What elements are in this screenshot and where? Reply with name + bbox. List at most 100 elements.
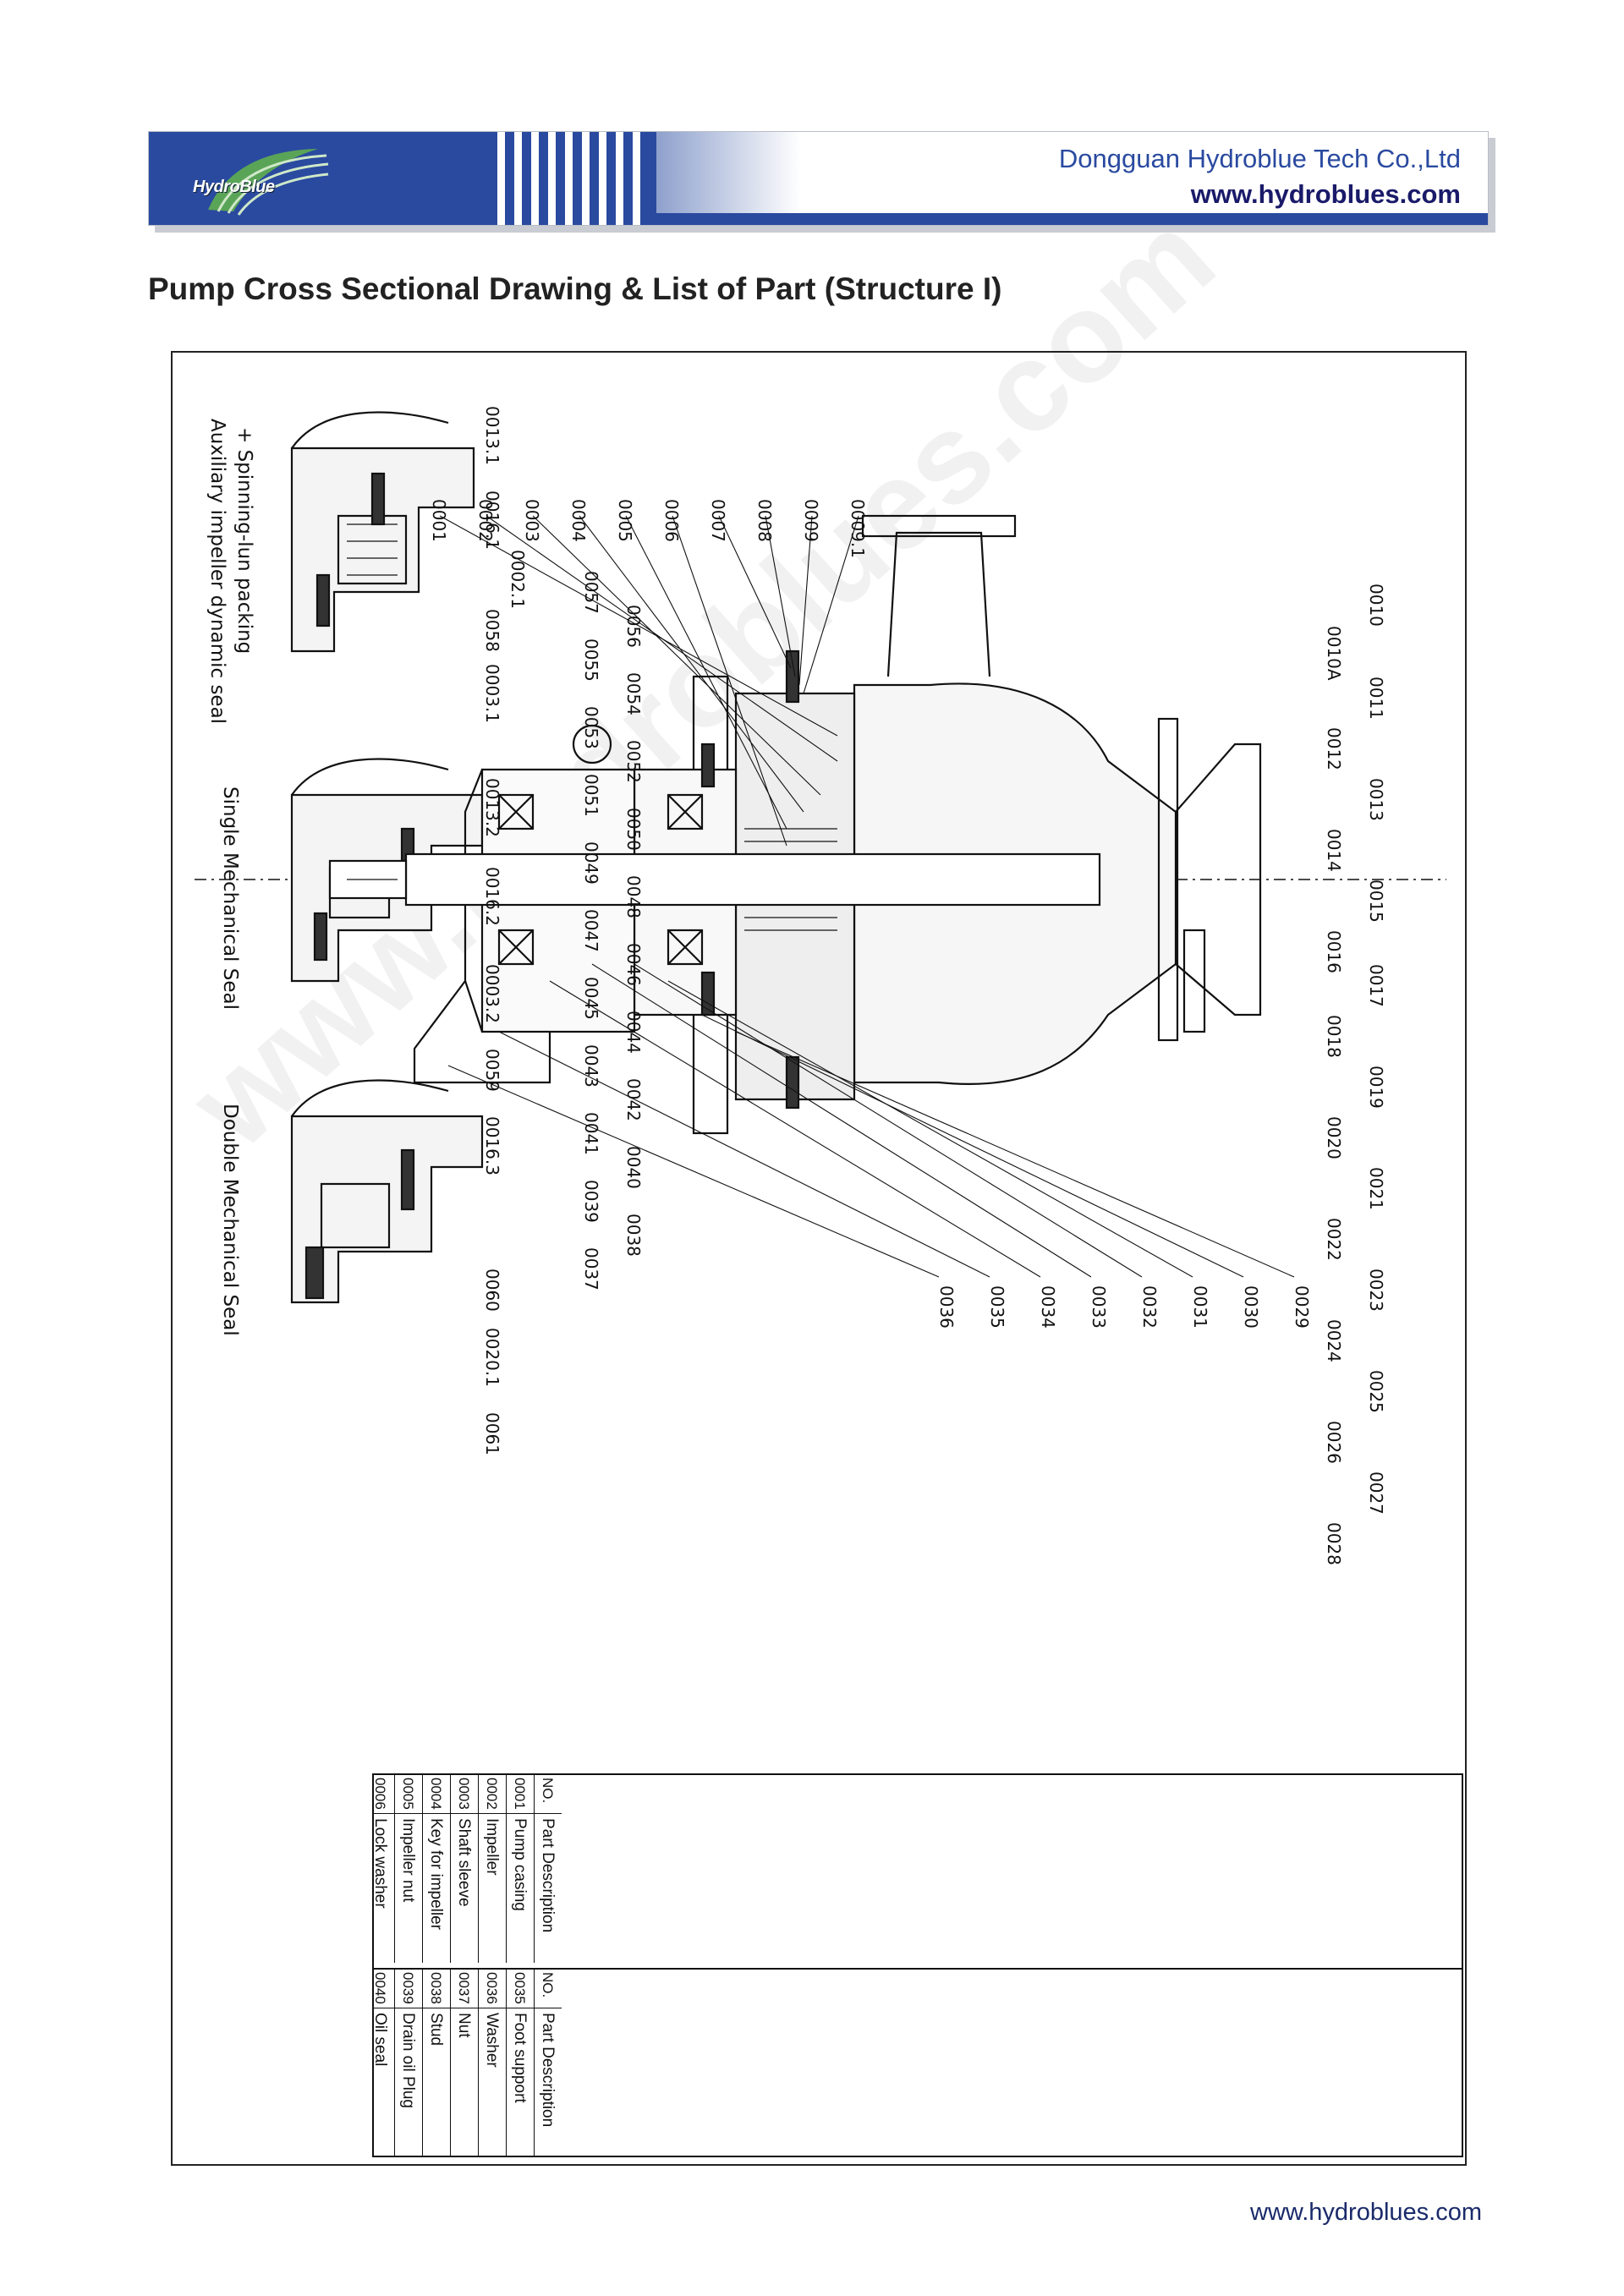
part-number: 0004	[423, 1775, 450, 1814]
logo-text: HydroBlue	[193, 178, 275, 196]
callout-label: 0054	[623, 672, 644, 715]
header-website-link[interactable]: www.hydroblues.com	[1190, 179, 1461, 209]
table-header-desc: Part Description	[539, 1818, 557, 1933]
callout-label: 0016.2	[482, 867, 502, 926]
logo-icon	[208, 149, 329, 216]
callout-label: 0023	[1366, 1269, 1386, 1312]
callout-label: 0060	[482, 1269, 502, 1312]
callout-label: 0040	[623, 1146, 644, 1189]
table-header-no: NO.	[535, 1775, 562, 1814]
callout-label: 0047	[581, 909, 601, 952]
header-brand-panel: HydroBlue	[149, 132, 656, 225]
cross-section-drawing: 0001 0002 0003 0004 0005 0006 0007 0008 …	[195, 406, 1446, 1565]
part-description: Pump casing	[511, 1818, 529, 1911]
part-description: Oil seal	[374, 2013, 389, 2067]
callout-label: 0042	[623, 1078, 644, 1121]
table-header-desc: Part Description	[539, 2013, 557, 2128]
part-description: Impeller nut	[399, 1818, 417, 1903]
callout-label: 0003.2	[482, 964, 502, 1023]
callout-label: 0013.1	[482, 406, 502, 465]
callout-label: 0013	[1366, 778, 1386, 821]
footer-website-link[interactable]: www.hydroblues.com	[1250, 2199, 1482, 2226]
callout-label: 0045	[581, 977, 601, 1020]
callout-label: 0007	[708, 499, 728, 542]
part-description: Drain oil Plug	[399, 2013, 417, 2108]
drawing-frame	[171, 351, 1467, 2166]
callout-label: 0016.1	[482, 490, 502, 550]
callout-label: 0052	[623, 740, 644, 783]
callout-label: 0017	[1366, 964, 1386, 1007]
callout-label: 0012	[1324, 727, 1344, 770]
callout-label: 0049	[581, 841, 601, 885]
callout-label: 0028	[1324, 1522, 1344, 1565]
part-number: 0005	[395, 1775, 422, 1814]
callout-label: 0016	[1324, 930, 1344, 973]
part-number: 0037	[451, 1970, 478, 2008]
callout-label: 0016.3	[482, 1116, 502, 1175]
part-number: 0038	[423, 1970, 450, 2008]
part-description: Nut	[455, 2013, 473, 2038]
part-number: 0035	[507, 1970, 534, 2008]
callout-label: 0004	[568, 499, 589, 542]
callout-label: 0005	[615, 499, 635, 542]
callout-label: 0026	[1324, 1421, 1344, 1464]
callout-label: 0053	[581, 706, 601, 749]
page-header: HydroBlue Dongguan Hydroblue Tech Co.,Lt…	[148, 131, 1495, 233]
callout-label: 0050	[623, 808, 644, 851]
part-number: 0001	[507, 1775, 534, 1814]
callout-label: 0036	[936, 1285, 957, 1329]
callout-label: 0051	[581, 774, 601, 817]
table-header-row: NO.Part Description	[534, 1970, 562, 2156]
part-description: Stud	[427, 2013, 445, 2047]
callout-label: 0018	[1324, 1015, 1344, 1058]
callout-label: 0009	[801, 499, 821, 542]
callout-label: 0019	[1366, 1066, 1386, 1109]
main-callouts: 0001 0002 0003 0004 0005 0006 0007 0008 …	[429, 499, 1386, 1565]
callout-label: 0020	[1324, 1116, 1344, 1159]
callout-label: 0022	[1324, 1218, 1344, 1261]
header-stripes	[487, 132, 656, 225]
callout-label: 0001	[429, 499, 449, 542]
company-name: Dongguan Hydroblue Tech Co.,Ltd	[1058, 144, 1461, 173]
callout-label: 0015	[1366, 879, 1386, 923]
callout-label: 0011	[1366, 677, 1386, 720]
callout-label: 0003	[522, 499, 542, 542]
callout-label: 0002.1	[508, 550, 528, 609]
section-caption: Single Mechanical Seal	[219, 786, 241, 1010]
callout-label: 0046	[623, 943, 644, 986]
section-caption: + Spinning-lun packing	[233, 427, 255, 654]
callout-label: 0059	[482, 1049, 502, 1092]
section-callouts: 0013.1 0016.1 0002.1 0058 0003.1 0013.2 …	[482, 406, 528, 1455]
callout-label: 0039	[581, 1180, 601, 1223]
section-caption: Double Mechanical Seal	[219, 1104, 241, 1336]
table-header-row: NO. Part Description	[534, 1775, 562, 1963]
part-number: 0040	[374, 1970, 394, 2008]
callout-label: 0041	[581, 1112, 601, 1155]
callout-label: 0013.2	[482, 778, 502, 837]
callout-label: 0058	[482, 609, 502, 652]
part-number: 0006	[374, 1775, 394, 1814]
part-number: 0039	[395, 1970, 422, 2008]
callout-label: 0029	[1292, 1285, 1312, 1329]
callout-label: 0034	[1038, 1285, 1058, 1329]
part-description: Impeller	[483, 1818, 501, 1876]
callout-label: 0037	[581, 1247, 601, 1290]
callout-label: 0031	[1190, 1285, 1210, 1329]
callout-label: 0043	[581, 1044, 601, 1088]
callout-label: 0025	[1366, 1370, 1386, 1413]
part-description: Key for impeller	[427, 1818, 445, 1930]
callout-label: 0027	[1366, 1471, 1386, 1515]
callout-label: 0030	[1241, 1285, 1261, 1329]
callout-label: 0006	[661, 499, 682, 542]
